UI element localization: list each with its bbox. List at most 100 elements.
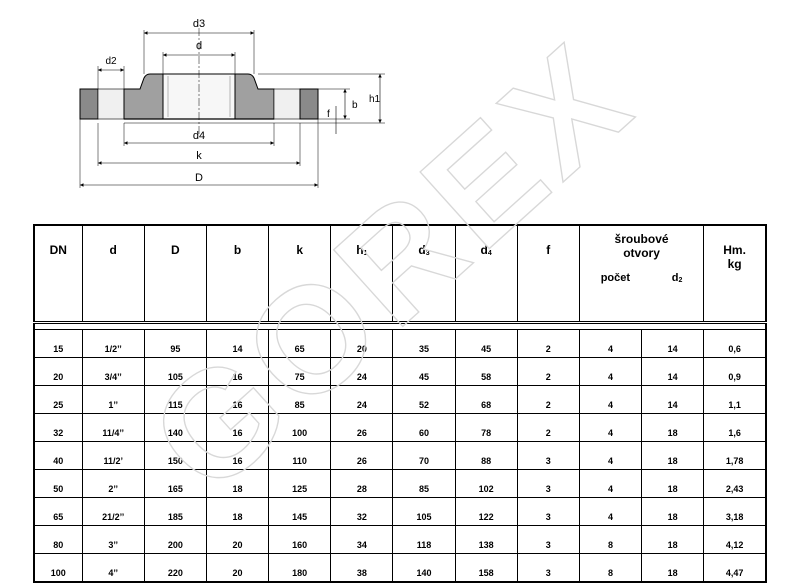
table-cell: 110: [268, 441, 332, 470]
flange-right-rim-light: [273, 88, 301, 120]
table-cell: 1,78: [703, 441, 767, 470]
flange-right-rim: [299, 88, 319, 120]
table-cell: 180: [268, 553, 332, 583]
flange-left-hub: [123, 73, 164, 120]
header-d: d: [81, 224, 145, 323]
table-cell: 21/2’’: [81, 497, 145, 526]
table-cell: 20: [330, 329, 394, 358]
table-cell: 4,12: [703, 525, 767, 554]
table-cell: 34: [330, 525, 394, 554]
table-cell: 26: [330, 441, 394, 470]
table-cell: 45: [454, 329, 518, 358]
table-cell: 3: [516, 469, 580, 498]
header-k: k: [268, 224, 332, 323]
label-k: k: [196, 150, 202, 162]
table-cell: 85: [268, 385, 332, 414]
table-cell: 4: [578, 441, 643, 470]
table-cell: 20: [205, 553, 270, 583]
label-f: f: [327, 109, 330, 120]
header-pocet: počet: [600, 272, 631, 284]
table-cell: 78: [454, 413, 518, 442]
table-cell: 14: [641, 329, 705, 358]
table-cell: 11/4’’: [81, 413, 145, 442]
flange-left-rim: [79, 88, 99, 120]
table-cell: 4: [578, 357, 643, 386]
table-cell: 16: [205, 385, 270, 414]
label-d4: d4: [193, 130, 205, 142]
header-weight: Hm. kg: [703, 224, 767, 323]
table-cell: 15: [33, 329, 83, 358]
flange-right-hub: [234, 73, 275, 120]
table-cell: 100: [33, 553, 83, 583]
flange-spec-table: DN d D b k h1 d3 d4 f šroubové otvory po…: [33, 224, 767, 583]
table-cell: 4: [578, 329, 643, 358]
table-cell: 70: [392, 441, 456, 470]
table-cell: 220: [143, 553, 207, 583]
table-header-row: DN d D b k h1 d3 d4 f šroubové otvory po…: [33, 224, 767, 323]
table-cell: 1,6: [703, 413, 767, 442]
table-cell: 58: [454, 357, 518, 386]
table-cell: 88: [454, 441, 518, 470]
table-cell: 118: [392, 525, 456, 554]
table-cell: 32: [33, 413, 83, 442]
label-b: b: [352, 100, 358, 111]
table-cell: 18: [641, 553, 705, 583]
table-cell: 95: [143, 329, 207, 358]
table-cell: 18: [641, 525, 705, 554]
table-cell: 102: [454, 469, 518, 498]
header-b: b: [205, 224, 270, 323]
table-cell: 3: [516, 553, 580, 583]
table-cell: 2’’: [81, 469, 145, 498]
table-cell: 18: [641, 441, 705, 470]
table-cell: 150: [143, 441, 207, 470]
table-cell: 65: [33, 497, 83, 526]
table-cell: 38: [330, 553, 394, 583]
table-cell: 3’’: [81, 525, 145, 554]
table-cell: 85: [392, 469, 456, 498]
label-d3: d3: [193, 18, 205, 30]
table-cell: 8: [578, 525, 643, 554]
table-cell: 3: [516, 497, 580, 526]
table-cell: 1’’: [81, 385, 145, 414]
table-cell: 20: [205, 525, 270, 554]
table-cell: 105: [143, 357, 207, 386]
table-cell: 35: [392, 329, 456, 358]
table-cell: 158: [454, 553, 518, 583]
table-cell: 2: [516, 329, 580, 358]
table-cell: 138: [454, 525, 518, 554]
table-cell: 4: [578, 497, 643, 526]
table-cell: 75: [268, 357, 332, 386]
table-cell: 122: [454, 497, 518, 526]
table-cell: 4: [578, 469, 643, 498]
header-d3: d3: [392, 224, 456, 323]
table-cell: 80: [33, 525, 83, 554]
label-d: d: [196, 40, 202, 52]
table-cell: 16: [205, 357, 270, 386]
table-cell: 145: [268, 497, 332, 526]
table-cell: 2: [516, 385, 580, 414]
table-cell: 18: [205, 469, 270, 498]
table-cell: 8: [578, 553, 643, 583]
label-h1: h1: [369, 94, 381, 105]
table-cell: 50: [33, 469, 83, 498]
table-cell: 0,6: [703, 329, 767, 358]
table-cell: 18: [641, 497, 705, 526]
header-f: f: [516, 224, 580, 323]
header-d2: d2: [671, 272, 683, 284]
table-cell: 45: [392, 357, 456, 386]
table-cell: 1/2’’: [81, 329, 145, 358]
header-D: D: [143, 224, 207, 323]
table-cell: 105: [392, 497, 456, 526]
table-cell: 160: [268, 525, 332, 554]
table-cell: 3: [516, 525, 580, 554]
table-cell: 3: [516, 441, 580, 470]
flange-left-rim-light: [97, 88, 125, 120]
table-cell: 185: [143, 497, 207, 526]
table-cell: 68: [454, 385, 518, 414]
table-cell: 3/4’’: [81, 357, 145, 386]
